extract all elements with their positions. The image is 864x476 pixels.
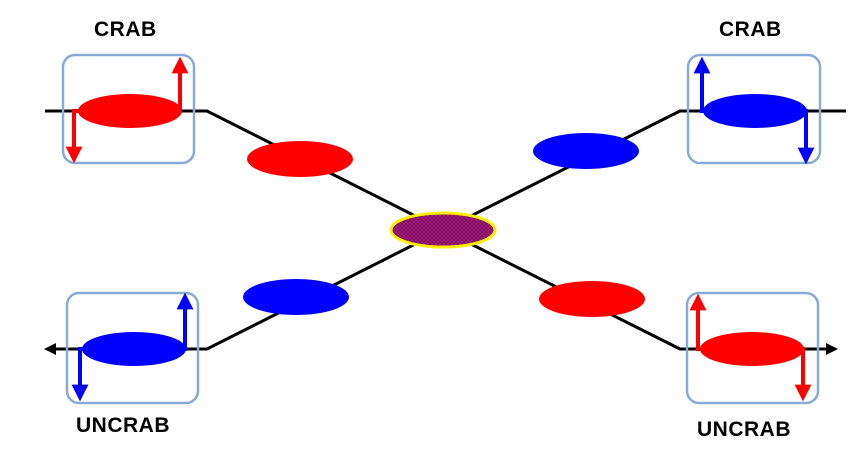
- kick-arrow-down-icon: [792, 347, 812, 402]
- bunch-line-lower-right: [539, 281, 645, 317]
- kick-arrow-up-icon: [693, 56, 716, 113]
- kick-arrows-top-left: [65, 56, 189, 164]
- kick-arrow-down-icon: [795, 109, 815, 165]
- bunch-bottom-right: [700, 332, 804, 366]
- kick-arrow-up-icon: [175, 292, 194, 351]
- beam-line-top-left: [45, 109, 444, 232]
- beam-line-bottom-left: [44, 228, 444, 355]
- kick-arrow-down-icon: [65, 109, 88, 164]
- label-crab-top-left: CRAB: [94, 18, 157, 41]
- bunch-top-left: [78, 94, 182, 128]
- beam-line-bottom-right: [442, 228, 838, 355]
- cavity-box-bottom-right: [685, 291, 820, 405]
- kick-arrow-up-icon: [170, 56, 189, 113]
- cavity-boxes: [61, 53, 822, 405]
- beam-line-top-right: [442, 109, 846, 232]
- kick-arrows-top-right: [693, 56, 815, 165]
- label-uncrab-bottom-left: UNCRAB: [76, 414, 170, 437]
- label-crab-top-right: CRAB: [719, 18, 782, 41]
- bunch-line-upper-right: [533, 133, 639, 169]
- collision-point-bunch: [389, 211, 497, 249]
- bunch-line-lower-left: [243, 279, 349, 315]
- cavity-box-top-right: [686, 53, 822, 165]
- kick-arrow-down-icon: [71, 347, 93, 402]
- label-uncrab-bottom-right: UNCRAB: [697, 418, 791, 441]
- bunch-top-right: [703, 94, 807, 128]
- cavity-box-top-left: [61, 53, 196, 165]
- cavity-box-bottom-left: [65, 291, 200, 405]
- kick-arrows-bottom-left: [71, 292, 194, 402]
- kick-arrow-up-icon: [689, 293, 712, 351]
- kick-arrows-bottom-right: [689, 293, 812, 402]
- bunch-line-upper-left: [247, 141, 353, 177]
- bunch-bottom-left: [82, 332, 186, 366]
